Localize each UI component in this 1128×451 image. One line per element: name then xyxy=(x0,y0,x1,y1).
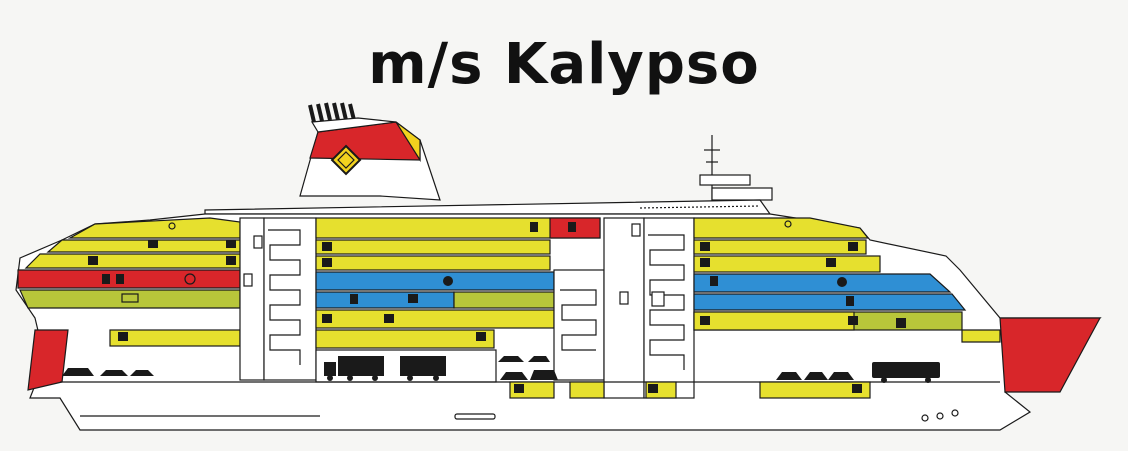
car-icon xyxy=(530,370,558,380)
car-icon xyxy=(100,370,128,376)
info-icon xyxy=(243,273,253,287)
bed-icon xyxy=(148,240,158,248)
bed-icon xyxy=(848,242,858,251)
bed-icon xyxy=(322,242,332,251)
bed-icon xyxy=(826,258,836,267)
forward-decks xyxy=(693,217,1001,343)
stairwell-aft xyxy=(239,217,317,381)
car-icon xyxy=(776,372,802,380)
shop-icon xyxy=(184,273,196,285)
bed-icon xyxy=(322,314,332,323)
stairwell-mid xyxy=(553,217,695,399)
car-icon xyxy=(528,356,550,362)
bed-icon xyxy=(226,256,236,265)
bar-icon xyxy=(710,276,718,286)
restaurant-icon xyxy=(837,277,847,287)
bus-icon xyxy=(872,362,940,383)
car-deck-vehicles xyxy=(62,356,940,383)
car-icon xyxy=(828,372,854,380)
sauna-icon xyxy=(896,318,906,328)
truck-icon xyxy=(324,356,384,381)
bed-icon xyxy=(408,294,418,303)
bed-icon xyxy=(700,242,710,251)
bed-icon xyxy=(226,240,236,248)
bed-icon xyxy=(476,332,486,341)
truck-icon xyxy=(400,356,446,381)
mid-decks xyxy=(315,217,601,383)
bed-icon xyxy=(852,384,862,393)
conference-icon xyxy=(568,222,576,232)
info-icon xyxy=(619,291,629,305)
sundeck-icon xyxy=(168,222,176,230)
bed-icon xyxy=(118,332,128,341)
info-icon xyxy=(253,235,263,249)
bar-icon xyxy=(116,274,124,284)
car-icon xyxy=(500,372,528,380)
diagram-title: m/s Kalypso xyxy=(368,32,760,97)
bed-icon xyxy=(700,316,710,325)
bed-icon xyxy=(514,384,524,393)
cabin-icons xyxy=(88,240,862,393)
elevator-icon xyxy=(651,291,665,307)
car-icon xyxy=(804,372,828,380)
mast xyxy=(699,135,773,205)
funnel-stripes-icon xyxy=(308,102,356,123)
bed-icon xyxy=(648,384,658,393)
bed-icon xyxy=(700,258,710,267)
car-icon xyxy=(62,368,94,376)
restaurant-icon xyxy=(443,276,453,286)
conference-icon xyxy=(530,222,538,232)
funnel xyxy=(299,102,441,201)
bar-icon xyxy=(846,296,854,306)
sundeck-icon xyxy=(784,220,792,228)
car-icon xyxy=(130,370,154,376)
bar-icon xyxy=(350,294,358,304)
bed-icon xyxy=(322,258,332,267)
info-icon xyxy=(631,223,641,237)
car-icon xyxy=(498,356,524,362)
bed-icon xyxy=(88,256,98,265)
shop-icon xyxy=(102,274,110,284)
service-icons xyxy=(102,220,906,328)
company-diamond-logo-icon xyxy=(330,144,362,176)
bed-icon xyxy=(848,316,858,325)
bed-icon xyxy=(384,314,394,323)
shop-icon xyxy=(121,293,139,303)
